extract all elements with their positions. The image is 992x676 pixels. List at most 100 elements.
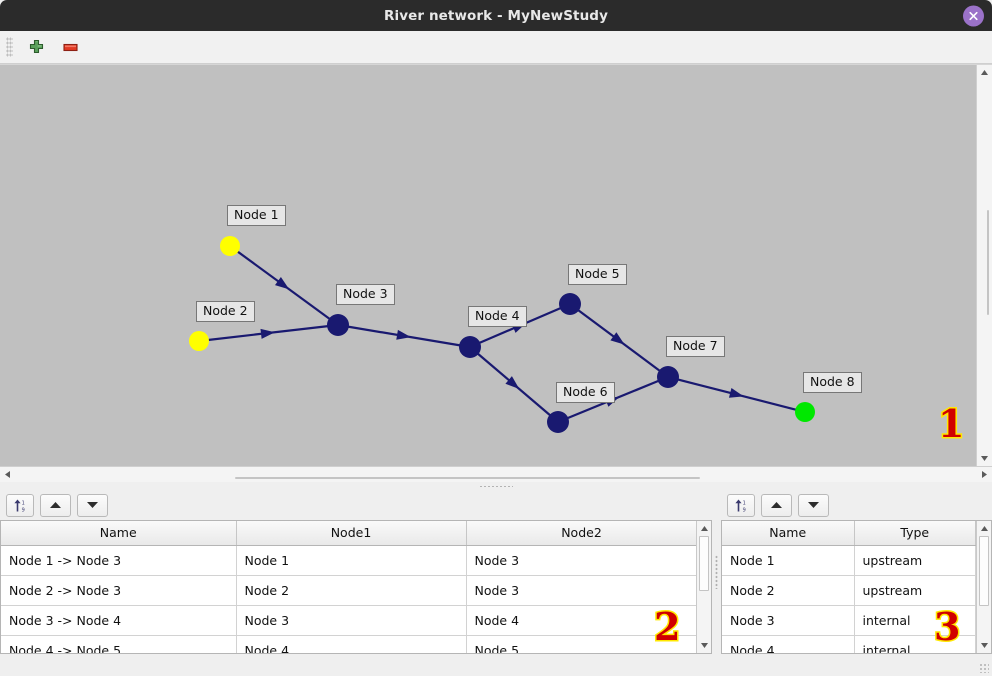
move-up-icon[interactable] — [761, 493, 792, 517]
svg-text:1: 1 — [743, 500, 746, 506]
column-header-node1[interactable]: Node1 — [236, 521, 467, 546]
cell-type[interactable]: upstream — [854, 575, 976, 606]
resize-grip[interactable] — [979, 663, 989, 673]
tables-area: 1 9 Name — [0, 490, 992, 654]
cell-name[interactable]: Node 4 — [722, 635, 855, 653]
graph-node-node-7[interactable] — [657, 366, 679, 388]
reaches-table[interactable]: Name Node1 Node2 Node 1 -> Node 3 Node 1… — [0, 520, 712, 654]
graph-node-node-1[interactable] — [220, 236, 240, 256]
graph-horizontal-scrollbar[interactable] — [0, 466, 992, 482]
cell-node1[interactable]: Node 4 — [236, 635, 467, 653]
cell-node2[interactable]: Node 3 — [466, 575, 696, 606]
graph-vscroll-thumb[interactable] — [986, 210, 989, 315]
reaches-vscroll-track[interactable] — [697, 536, 711, 638]
graph-edge-arrow-icon — [396, 329, 411, 340]
table-row[interactable]: Node 1 -> Node 3 Node 1 Node 3 — [1, 545, 696, 576]
river-network-graph[interactable]: Node 1 Node 2 Node 3 Node 4 Node 5 Node 6 Node… — [0, 64, 992, 466]
reaches-toolbar: 1 9 — [0, 490, 712, 520]
cell-name[interactable]: Node 3 -> Node 4 — [1, 605, 237, 636]
graph-node-node-3[interactable] — [327, 314, 349, 336]
table-row[interactable]: Node 2 -> Node 3 Node 2 Node 3 — [1, 575, 696, 606]
nodes-vscroll-track[interactable] — [977, 536, 991, 638]
table-row[interactable]: Node 4 -> Node 5 Node 4 Node 5 — [1, 635, 696, 653]
svg-text:9: 9 — [743, 507, 746, 513]
column-header-name[interactable]: Name — [1, 521, 237, 546]
column-header-node2[interactable]: Node2 — [466, 521, 696, 546]
delete-minus-icon[interactable] — [59, 36, 81, 58]
table-row[interactable]: Node 2 upstream — [722, 575, 976, 606]
sort-ascending-icon[interactable]: 1 9 — [727, 493, 755, 517]
reaches-vscroll-thumb[interactable] — [699, 536, 709, 591]
move-down-icon[interactable] — [798, 493, 829, 517]
cell-name[interactable]: Node 1 -> Node 3 — [1, 545, 237, 576]
graph-hscroll-thumb[interactable] — [235, 476, 700, 479]
svg-text:1: 1 — [22, 500, 25, 506]
column-header-type[interactable]: Type — [854, 521, 976, 546]
cell-node2[interactable]: Node 4 — [466, 605, 696, 636]
graph-node-node-5[interactable] — [559, 293, 581, 315]
cell-name[interactable]: Node 4 -> Node 5 — [1, 635, 237, 653]
nodes-table-viewport[interactable]: Name Type Node 1 upstream Node 2 u — [722, 521, 976, 653]
add-plus-icon[interactable] — [25, 36, 47, 58]
cell-name[interactable]: Node 2 — [722, 575, 855, 606]
graph-node-label-node-4[interactable]: Node 4 — [468, 306, 527, 327]
graph-node-label-node-1[interactable]: Node 1 — [227, 205, 286, 226]
status-bar — [0, 654, 992, 676]
cell-type[interactable]: internal — [854, 635, 976, 653]
close-icon[interactable] — [963, 5, 984, 26]
splitter-grip — [479, 484, 513, 488]
nodes-toolbar: 1 9 — [721, 490, 992, 520]
graph-node-label-node-6[interactable]: Node 6 — [556, 382, 615, 403]
nodes-table[interactable]: Name Type Node 1 upstream Node 2 u — [721, 520, 992, 654]
graph-node-node-4[interactable] — [459, 336, 481, 358]
cell-type[interactable]: upstream — [854, 545, 976, 576]
toolbar-grip[interactable] — [6, 37, 13, 57]
graph-node-label-node-3[interactable]: Node 3 — [336, 284, 395, 305]
table-row[interactable]: Node 3 internal — [722, 605, 976, 636]
nodes-header-row: Name Type — [722, 521, 976, 546]
cell-name[interactable]: Node 2 -> Node 3 — [1, 575, 237, 606]
nodes-grid[interactable]: Name Type Node 1 upstream Node 2 u — [722, 521, 976, 653]
scroll-down-arrow-icon[interactable] — [977, 638, 991, 653]
nodes-vertical-scrollbar[interactable] — [976, 521, 991, 653]
table-row[interactable]: Node 1 upstream — [722, 545, 976, 576]
graph-node-label-node-7[interactable]: Node 7 — [666, 336, 725, 357]
scroll-down-arrow-icon[interactable] — [697, 638, 711, 653]
scroll-up-arrow-icon[interactable] — [977, 65, 992, 80]
nodes-vscroll-thumb[interactable] — [979, 536, 989, 606]
graph-node-label-node-5[interactable]: Node 5 — [568, 264, 627, 285]
cell-node2[interactable]: Node 3 — [466, 545, 696, 576]
graph-node-node-8[interactable] — [795, 402, 815, 422]
cell-name[interactable]: Node 3 — [722, 605, 855, 636]
reaches-table-viewport[interactable]: Name Node1 Node2 Node 1 -> Node 3 Node 1… — [1, 521, 696, 653]
graph-node-node-2[interactable] — [189, 331, 209, 351]
graph-node-label-node-2[interactable]: Node 2 — [196, 301, 255, 322]
graph-node-label-node-8[interactable]: Node 8 — [803, 372, 862, 393]
cell-node2[interactable]: Node 5 — [466, 635, 696, 653]
cell-name[interactable]: Node 1 — [722, 545, 855, 576]
cell-node1[interactable]: Node 3 — [236, 605, 467, 636]
column-header-name[interactable]: Name — [722, 521, 855, 546]
cell-type[interactable]: internal — [854, 605, 976, 636]
graph-node-layer — [189, 236, 815, 433]
vertical-splitter[interactable] — [712, 490, 721, 654]
scroll-left-arrow-icon[interactable] — [0, 467, 15, 482]
scroll-up-arrow-icon[interactable] — [697, 521, 711, 536]
sort-ascending-icon[interactable]: 1 9 — [6, 493, 34, 517]
table-row[interactable]: Node 3 -> Node 4 Node 3 Node 4 — [1, 605, 696, 636]
table-row[interactable]: Node 4 internal — [722, 635, 976, 653]
graph-canvas[interactable] — [0, 65, 992, 466]
scroll-up-arrow-icon[interactable] — [977, 521, 991, 536]
reaches-vertical-scrollbar[interactable] — [696, 521, 711, 653]
scroll-down-arrow-icon[interactable] — [977, 451, 992, 466]
cell-node1[interactable]: Node 1 — [236, 545, 467, 576]
move-down-icon[interactable] — [77, 493, 108, 517]
reaches-grid[interactable]: Name Node1 Node2 Node 1 -> Node 3 Node 1… — [1, 521, 696, 653]
graph-edge-arrow-icon — [505, 376, 520, 390]
horizontal-splitter[interactable] — [0, 482, 992, 490]
graph-vertical-scrollbar[interactable] — [976, 65, 992, 466]
graph-node-node-6[interactable] — [547, 411, 569, 433]
cell-node1[interactable]: Node 2 — [236, 575, 467, 606]
move-up-icon[interactable] — [40, 493, 71, 517]
scroll-right-arrow-icon[interactable] — [977, 467, 992, 482]
